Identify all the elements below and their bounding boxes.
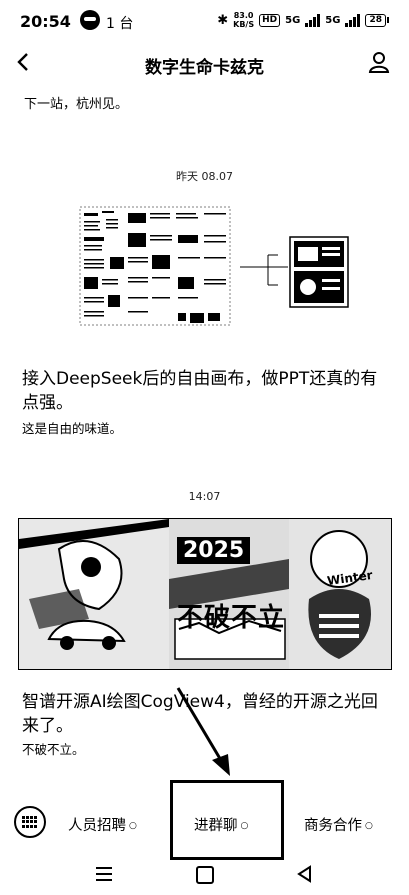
battery-level: 28: [365, 13, 386, 27]
system-navigation-bar: [0, 858, 409, 895]
menu-recruitment-label: 人员招聘: [68, 818, 126, 834]
timestamp: 昨天 08.07: [176, 170, 233, 183]
hd-badge: HD: [259, 13, 281, 27]
menu-recruitment[interactable]: 人员招聘○: [68, 814, 137, 835]
bottom-toolbar: 人员招聘○ 进群聊○ 商务合作○: [0, 790, 409, 858]
article-subtitle: 这是自由的味道。: [22, 421, 123, 436]
menu-business[interactable]: 商务合作○: [304, 814, 373, 835]
timestamp: 14:07: [188, 490, 221, 503]
article-thumbnail-ppt[interactable]: [78, 205, 358, 355]
signal-icon-2: [345, 13, 361, 27]
article-banner-image[interactable]: 2025 不破不立 Winter: [18, 518, 392, 670]
menu-join-group-label: 进群聊: [194, 818, 238, 834]
status-time: 20:54: [20, 12, 71, 31]
signal-icon: [305, 13, 321, 27]
banner-slogan: 不破不立: [177, 603, 286, 633]
keyboard-icon[interactable]: [14, 806, 46, 838]
article-subtitle: 不破不立。: [22, 742, 85, 757]
back-chevron-icon[interactable]: [12, 50, 36, 74]
menu-join-group[interactable]: 进群聊○: [194, 814, 248, 835]
menu-indicator-icon: ○: [129, 821, 137, 831]
message-text: 下一站，杭州见。: [24, 97, 129, 112]
article-title[interactable]: 接入DeepSeek后的自由画布，做PPT还真的有点强。: [22, 369, 378, 413]
highlight-box: [170, 780, 284, 860]
notification-text: 1 台: [106, 16, 134, 32]
menu-indicator-icon: ○: [240, 821, 249, 831]
back-triangle-icon[interactable]: [296, 865, 312, 883]
menu-icon[interactable]: [96, 867, 112, 881]
menu-business-label: 商务合作: [304, 818, 362, 834]
network-label-1: 5G: [285, 14, 301, 26]
person-icon[interactable]: [367, 50, 391, 74]
menu-indicator-icon: ○: [365, 821, 373, 831]
bluetooth-icon: ✱: [217, 12, 229, 28]
chat-header: 数字生命卡兹克: [0, 40, 409, 86]
banner-year: 2025: [177, 537, 251, 564]
app-notification-icon: [80, 10, 100, 30]
article-title[interactable]: 智谱开源AI绘图CogView4，曾经的开源之光回来了。: [22, 692, 378, 736]
home-icon[interactable]: [196, 866, 214, 884]
page-title: 数字生命卡兹克: [145, 58, 264, 78]
network-label-2: 5G: [325, 14, 341, 26]
battery-icon: 28: [365, 13, 389, 27]
